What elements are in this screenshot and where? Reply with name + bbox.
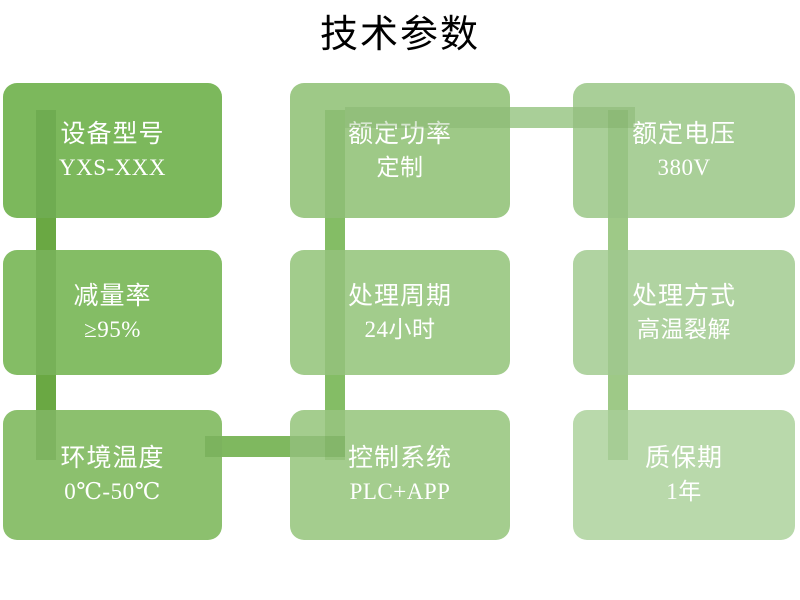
card-title-treatment-method: 处理方式 <box>631 282 736 310</box>
card-ambient-temperature[interactable]: 环境温度 0℃-50℃ <box>3 410 222 540</box>
card-rated-power[interactable]: 额定功率定制 <box>290 83 510 218</box>
card-title-rated-voltage: 额定电压 <box>631 120 736 148</box>
card-title-warranty-period: 质保期 <box>644 445 723 472</box>
card-value-ambient-temperature: 0℃-50℃ <box>64 479 161 504</box>
card-value-rated-power: 定制 <box>376 154 424 180</box>
page-title: 技术参数 <box>319 14 480 56</box>
card-value-warranty-period: 1年 <box>666 479 702 504</box>
card-value-control-system: PLC+APP <box>349 479 451 504</box>
card-warranty-period[interactable]: 质保期 1年 <box>573 410 795 540</box>
card-title-ambient-temperature: 环境温度 <box>60 445 165 472</box>
card-title-control-system: 控制系统 <box>347 445 452 472</box>
card-control-system[interactable]: 控制系统 PLC+APP <box>290 410 510 540</box>
card-device-model[interactable]: 设备型号 YXS-XXX <box>3 83 222 218</box>
card-treatment-method[interactable]: 处理方式高温裂解 <box>573 250 795 375</box>
card-value-reduction-rate: ≥95% <box>84 316 141 342</box>
card-title-rated-power: 额定功率 <box>347 120 452 148</box>
card-title-reduction-rate: 减量率 <box>73 282 152 310</box>
card-value-device-model: YXS-XXX <box>59 154 166 180</box>
card-reduction-rate[interactable]: 减量率 ≥95% <box>3 250 222 375</box>
card-value-treatment-method: 高温裂解 <box>637 316 731 342</box>
card-value-rated-voltage: 380V <box>657 154 711 180</box>
card-rated-voltage[interactable]: 额定电压 380V <box>573 83 795 218</box>
card-treatment-cycle[interactable]: 处理周期 24小时 <box>290 250 510 375</box>
card-value-treatment-cycle: 24小时 <box>364 316 436 342</box>
card-title-treatment-cycle: 处理周期 <box>347 282 452 310</box>
card-title-device-model: 设备型号 <box>60 120 165 148</box>
